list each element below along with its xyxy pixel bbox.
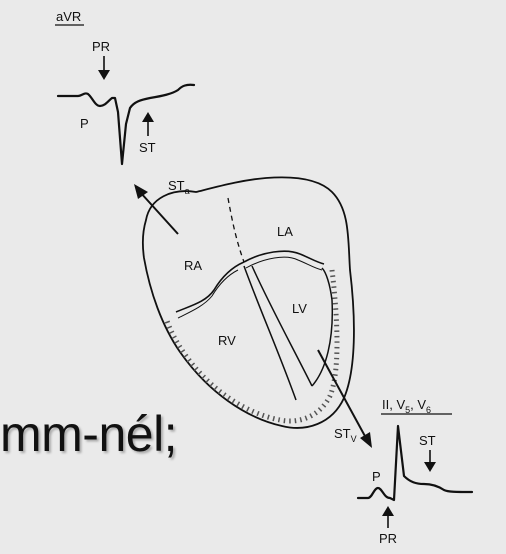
- heart-outline: [143, 177, 354, 428]
- lv-inner-wall: [312, 268, 332, 386]
- lateral-st-arrow: [424, 450, 436, 472]
- interatrial-septum: [228, 198, 244, 262]
- lv-label: LV: [292, 301, 307, 316]
- avr-st-label: ST: [139, 140, 156, 155]
- lateral-lead-group: II, V5, V6 ST P PR: [358, 397, 472, 546]
- lateral-pr-arrow: [382, 506, 394, 528]
- myocardium-hatching: [166, 270, 337, 421]
- lateral-ecg-trace: [358, 426, 472, 500]
- avr-pr-arrow: [98, 56, 110, 80]
- avr-ecg-trace: [58, 85, 194, 164]
- rv-label: RV: [218, 333, 236, 348]
- avr-pr-label: PR: [92, 39, 110, 54]
- lateral-pr-label: PR: [379, 531, 397, 546]
- avr-p-label: P: [80, 116, 89, 131]
- lateral-st-label: ST: [419, 433, 436, 448]
- avr-st-arrow: [142, 112, 154, 136]
- lateral-p-label: P: [372, 469, 381, 484]
- la-label: LA: [277, 224, 293, 239]
- avr-lead-label: aVR: [56, 9, 81, 24]
- lateral-lead-label: II, V5, V6: [382, 397, 431, 415]
- overlay-caption: mm-nél;: [0, 405, 177, 463]
- stv-label: STV: [334, 426, 357, 444]
- interventricular-septum: [244, 266, 296, 400]
- avr-lead-group: aVR PR P ST: [55, 9, 194, 164]
- ra-label: RA: [184, 258, 202, 273]
